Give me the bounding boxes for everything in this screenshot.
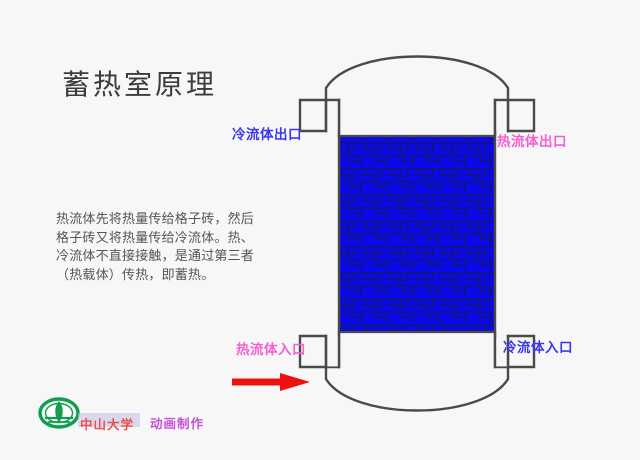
nozzle-openings (327, 101, 507, 367)
checker-zone-edges (337, 134, 497, 334)
watermark-university: 中山大学 (80, 417, 135, 432)
logo-wreath-icon (38, 397, 80, 429)
vessel-inner-walls (324, 98, 510, 369)
page-title: 蓄热室原理 (62, 68, 218, 101)
label-cold-fluid-outlet: 冷流体出口 (232, 127, 302, 143)
hot-fluid-inlet-arrow (232, 373, 310, 391)
description-text: 热流体先将热量传给格子砖，然后 格子砖又将热量传给冷流体。热、 冷流体不直接接触… (56, 212, 255, 283)
label-cold-fluid-inlet: 冷流体入口 (503, 340, 573, 356)
regenerator-vessel-drawing (298, 55, 536, 412)
label-hot-fluid-outlet: 热流体出口 (497, 134, 567, 150)
checker-brick-zone (340, 136, 494, 332)
label-hot-fluid-inlet: 热流体入口 (236, 342, 306, 358)
watermark-credit: 动画制作 (150, 416, 205, 431)
watermark-highlight (78, 413, 140, 427)
sun-yat-sen-university-logo (38, 397, 80, 429)
